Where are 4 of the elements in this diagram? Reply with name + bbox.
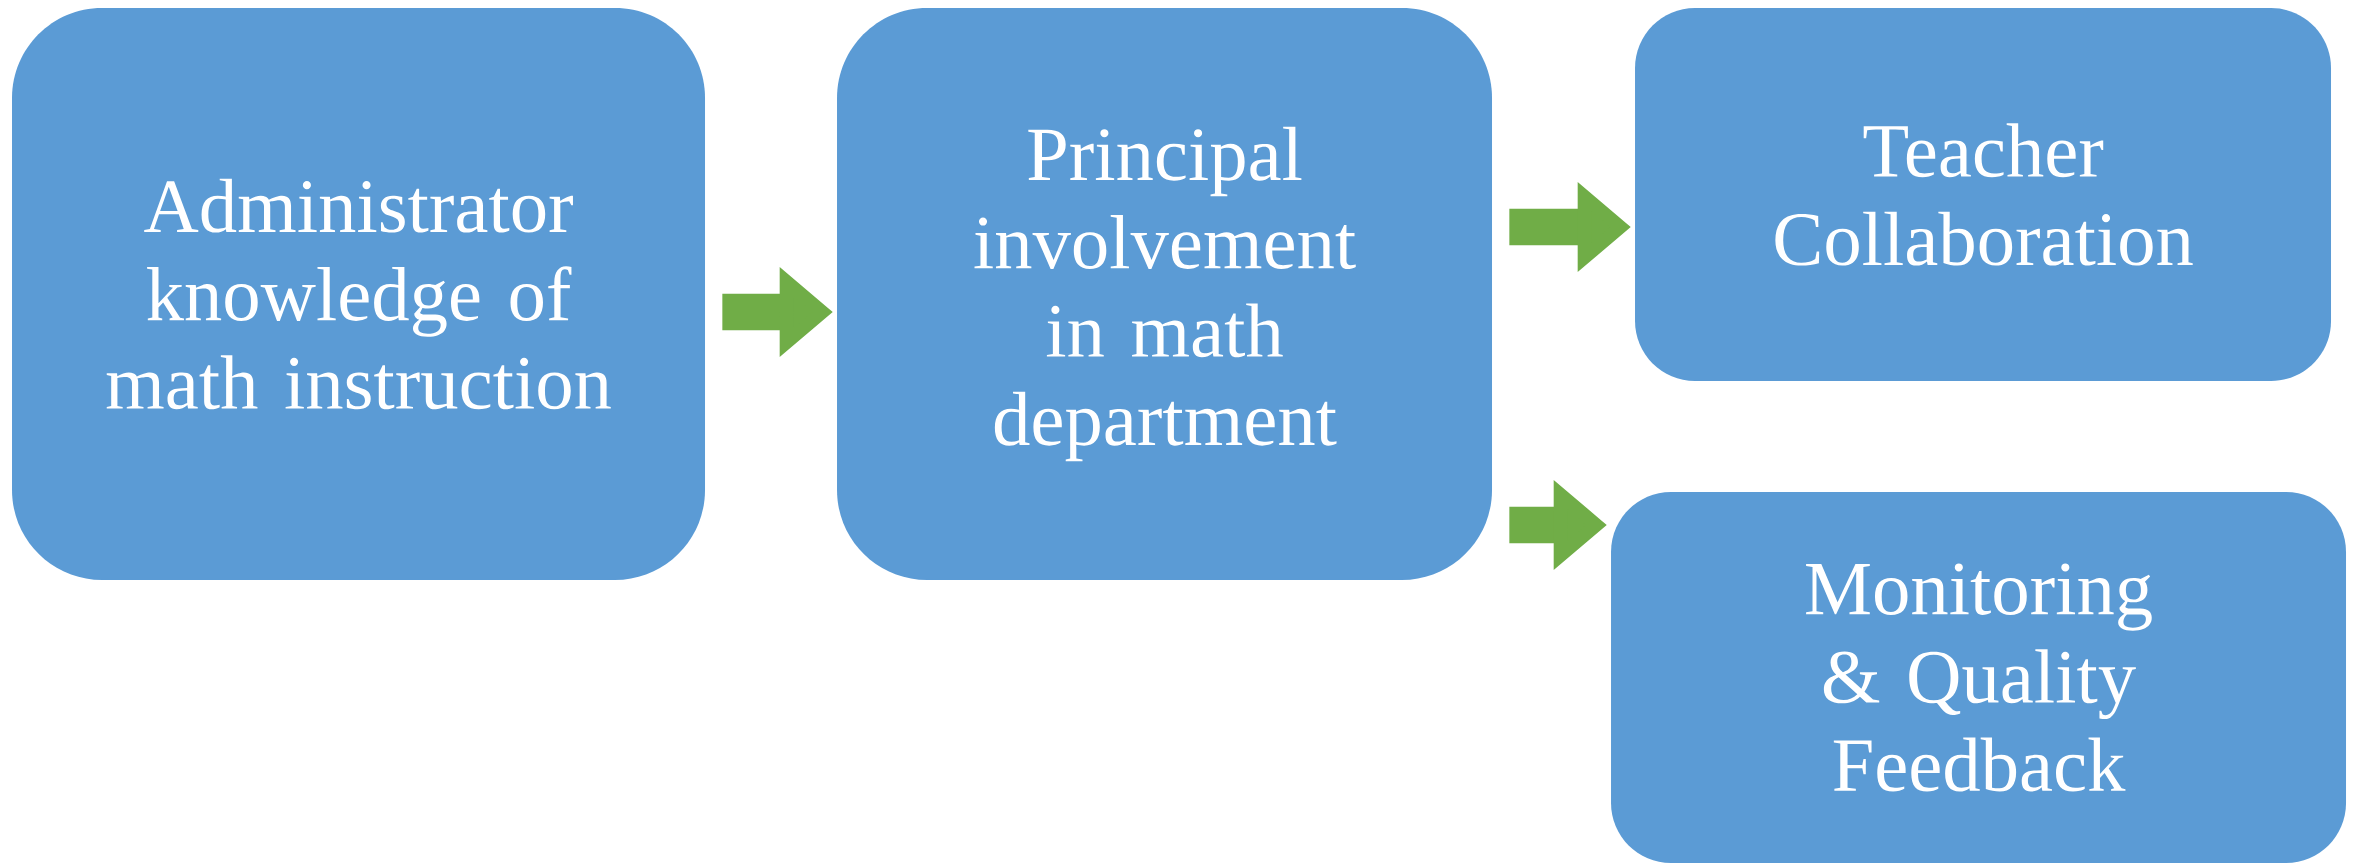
process-box: Administrator knowledge of math instruction [12,8,705,580]
process-box: Monitoring & Quality Feedback [1611,492,2346,863]
process-box: Teacher Collaboration [1635,8,2331,381]
process-box: Principal involvement in math department [837,8,1492,580]
